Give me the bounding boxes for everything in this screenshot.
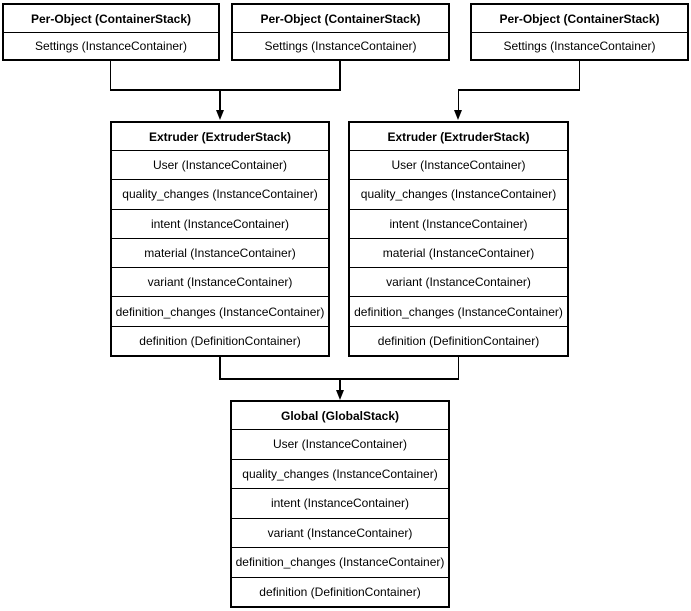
connector-extruder-2-down [457, 355, 460, 380]
row-definition: definition (DefinitionContainer) [377, 333, 540, 348]
connector-per-object-3-down [578, 59, 581, 90]
row-user: User (InstanceContainer) [350, 151, 567, 181]
connector-per-object-2-down [339, 59, 341, 90]
row-settings: Settings (InstanceContainer) [503, 39, 656, 53]
row-quality-changes: quality_changes (InstanceContainer) [232, 460, 448, 489]
row-variant: variant (InstanceContainer) [232, 519, 448, 548]
row-quality-changes: quality_changes (InstanceContainer) [112, 180, 328, 210]
row-definition-changes: definition_changes (InstanceContainer) [350, 297, 567, 327]
row-user: User (InstanceContainer) [232, 430, 448, 460]
row-settings: Settings (InstanceContainer) [34, 39, 188, 53]
row-variant: variant (InstanceContainer) [350, 268, 567, 298]
row-material: material (InstanceContainer) [112, 239, 328, 269]
connector-per-object-1-down [109, 59, 112, 90]
connector-arrow-tail-global [339, 378, 341, 392]
per-object-stack-1: Per-Object (ContainerStack) Settings (In… [2, 3, 220, 61]
per-object-stack-2: Per-Object (ContainerStack) Settings (In… [231, 3, 450, 61]
row-definition: definition (DefinitionContainer) [139, 333, 301, 348]
extruder-stack-1: Extruder (ExtruderStack) User (InstanceC… [110, 121, 330, 357]
extruder-stack-1-title: Extruder (ExtruderStack) [112, 123, 328, 151]
row-intent: intent (InstanceContainer) [350, 210, 567, 239]
row-settings: Settings (InstanceContainer) [264, 39, 417, 53]
row-quality-changes: quality_changes (InstanceContainer) [350, 180, 567, 210]
per-object-stack-3-title: Per-Object (ContainerStack) [472, 5, 687, 33]
extruder-stack-2: Extruder (ExtruderStack) User (InstanceC… [348, 121, 569, 357]
connector-join-right [457, 89, 580, 91]
arrowhead-to-extruder-1 [215, 110, 224, 120]
connector-arrow-tail-extruder-2 [457, 89, 460, 111]
row-definition-changes: definition_changes (InstanceContainer) [112, 297, 328, 327]
connector-extruder-1-down [219, 355, 221, 380]
extruder-stack-2-title: Extruder (ExtruderStack) [350, 123, 567, 151]
connector-join-left [109, 89, 341, 91]
per-object-stack-3: Per-Object (ContainerStack) Settings (In… [470, 3, 689, 61]
row-intent: intent (InstanceContainer) [232, 489, 448, 519]
row-material: material (InstanceContainer) [350, 239, 567, 269]
global-stack-title: Global (GlobalStack) [232, 402, 448, 430]
per-object-stack-2-title: Per-Object (ContainerStack) [233, 5, 448, 33]
connector-arrow-tail-extruder-1 [219, 89, 221, 111]
global-stack: Global (GlobalStack) User (InstanceConta… [230, 400, 450, 608]
row-definition-changes: definition_changes (InstanceContainer) [232, 548, 448, 578]
row-variant: variant (InstanceContainer) [112, 268, 328, 298]
arrowhead-to-extruder-2 [454, 110, 462, 120]
row-intent: intent (InstanceContainer) [112, 210, 328, 239]
per-object-stack-1-title: Per-Object (ContainerStack) [4, 5, 218, 33]
row-user: User (InstanceContainer) [112, 151, 328, 181]
arrowhead-to-global [335, 390, 344, 400]
row-definition: definition (DefinitionContainer) [259, 584, 421, 599]
